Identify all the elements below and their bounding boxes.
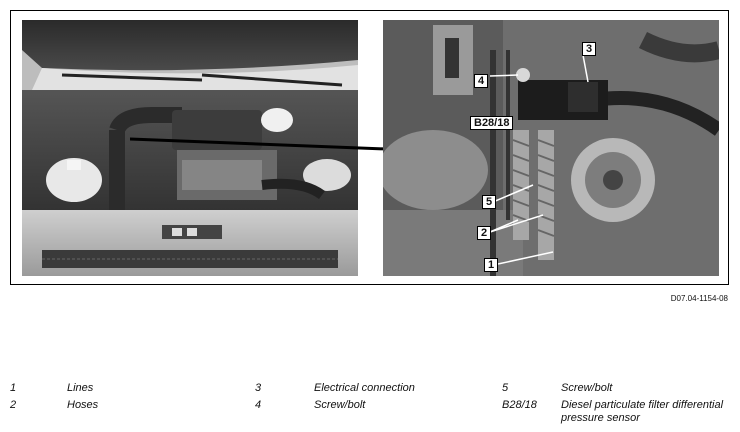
legend-label: Electrical connection: [314, 382, 415, 394]
engine-bay-photo: [22, 20, 358, 276]
legend-label: Screw/bolt: [561, 382, 613, 394]
callout-3: 3: [582, 42, 597, 56]
sensor-closeup-photo: [383, 20, 719, 276]
legend-number: 2: [10, 399, 17, 411]
legend-label: Hoses: [67, 399, 99, 411]
legend-number: 4: [255, 399, 262, 411]
callout-5: 5: [482, 195, 497, 209]
legend-number: 5: [502, 382, 509, 394]
legend-label: Diesel particulate filter differential p…: [561, 399, 724, 424]
legend-number: B28/18: [502, 399, 537, 411]
figure-code: D07.04-1154-08: [670, 294, 728, 303]
callout-1: 1: [484, 258, 499, 272]
legend-label: Screw/bolt: [314, 399, 366, 411]
legend-number: 3: [255, 382, 262, 394]
engine-bay-illustration: [22, 20, 358, 276]
callout-4: 4: [474, 74, 489, 88]
legend-number: 1: [10, 382, 17, 394]
leader-line: [130, 137, 387, 151]
callout-2: 2: [477, 226, 492, 240]
callout-sensor: B28/18: [470, 116, 514, 130]
legend-label: Lines: [67, 382, 94, 394]
sensor-closeup-illustration: [383, 20, 719, 276]
